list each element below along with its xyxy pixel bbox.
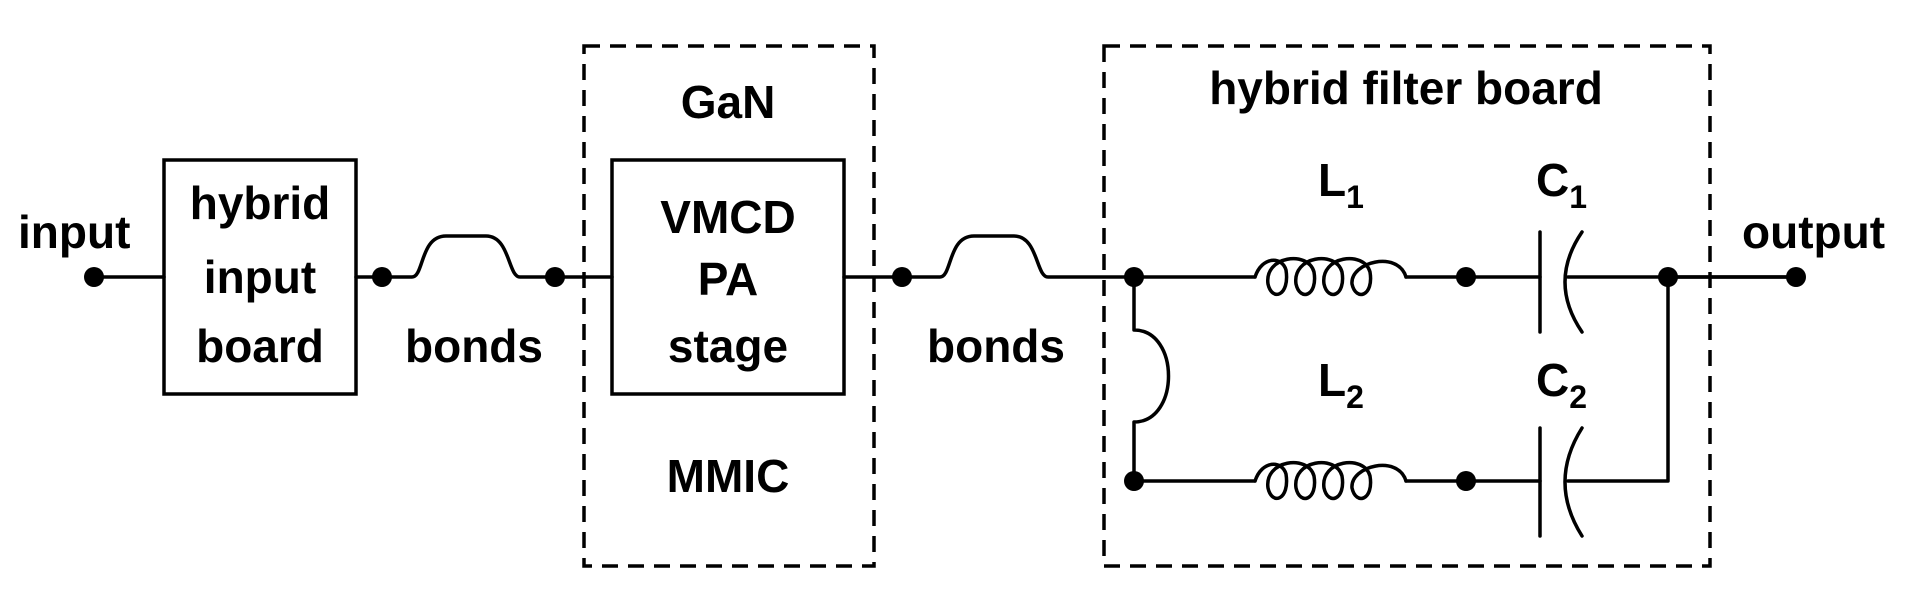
L2-C2-node [1456,471,1476,491]
gan-label: GaN [681,76,776,128]
bond-right-node-a [892,267,912,287]
pa-label-3: stage [668,320,788,372]
bond-wire-left [380,234,557,279]
filter-board-label: hybrid filter board [1209,62,1603,114]
output-node [1786,267,1806,287]
L1-subscript: 1 [1346,179,1364,215]
filter-board-dashed-box [1102,44,1712,568]
filter-left-vertical [1132,275,1171,483]
input-node [84,267,104,287]
mmic-dashed-box [582,44,876,568]
bonds-left-label: bonds [405,320,543,372]
bond-left-node-a [372,267,392,287]
L1-main: L [1318,154,1346,206]
capacitor-C2-curve [1563,426,1584,538]
inductor-L2 [1253,460,1408,501]
bond-wire-right [900,234,1136,279]
L1-C1-node [1456,267,1476,287]
filter-output-node [1658,267,1678,287]
C1-label: C1 [1536,154,1587,215]
L2-subscript: 2 [1346,379,1364,415]
input-label: input [18,206,130,258]
C2-main: C [1536,354,1569,406]
L2-label: L2 [1318,354,1364,415]
bonds-right-label: bonds [927,320,1065,372]
input-board-label-1: hybrid [190,177,331,229]
filter-bottom-left-node [1124,471,1144,491]
mmic-label: MMIC [667,450,790,502]
C2-label: C2 [1536,354,1587,415]
capacitor-C1-curve [1563,230,1584,334]
L2-main: L [1318,354,1346,406]
C2-subscript: 2 [1569,379,1587,415]
L1-label: L1 [1318,154,1364,215]
C1-main: C [1536,154,1569,206]
inductor-L1 [1253,256,1408,297]
input-board-label-3: board [196,320,324,372]
pa-label-1: VMCD [660,191,795,243]
input-board-label-2: input [204,251,316,303]
bond-left-node-b [545,267,565,287]
filter-top-left-node [1124,267,1144,287]
filter-bottom-wire-c [1566,275,1670,483]
output-label: output [1742,206,1885,258]
pa-label-2: PA [698,253,759,305]
C1-subscript: 1 [1569,179,1587,215]
